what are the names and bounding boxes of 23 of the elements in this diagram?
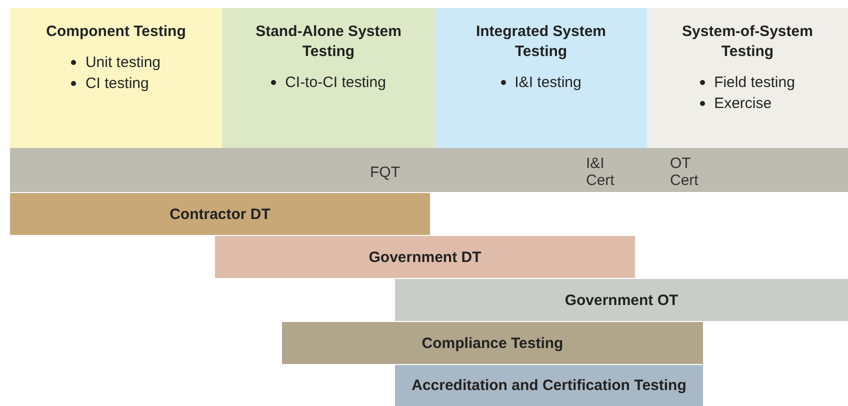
column-heading: System-of-System Testing xyxy=(681,22,814,62)
phase-bar: Contractor DT xyxy=(10,193,430,235)
milestone-label: FQT xyxy=(370,164,400,181)
bullet-item: I&I testing xyxy=(514,73,582,93)
phase-column xyxy=(222,8,435,148)
phase-column xyxy=(10,8,222,148)
phase-bar: Compliance Testing xyxy=(282,322,703,364)
column-heading: Stand-Alone System Testing xyxy=(254,22,402,62)
phase-column xyxy=(647,8,848,148)
milestone-label: I&I Cert xyxy=(586,155,616,189)
bullet-item: Exercise xyxy=(714,94,772,114)
milestone-label: OT Cert xyxy=(670,155,700,189)
bullet-item: Unit testing xyxy=(85,53,161,73)
milestone-band xyxy=(10,148,848,192)
phase-bar: Accreditation and Certification Testing xyxy=(395,365,703,406)
phase-bar: Government DT xyxy=(215,236,635,278)
column-heading: Component Testing xyxy=(45,22,187,42)
phase-column xyxy=(435,8,647,148)
bullet-item: CI testing xyxy=(85,74,149,94)
column-heading: Integrated System Testing xyxy=(474,22,608,62)
bullet-item: CI-to-CI testing xyxy=(285,73,386,93)
bullet-item: Field testing xyxy=(714,73,795,93)
phase-bar: Government OT xyxy=(395,279,848,321)
